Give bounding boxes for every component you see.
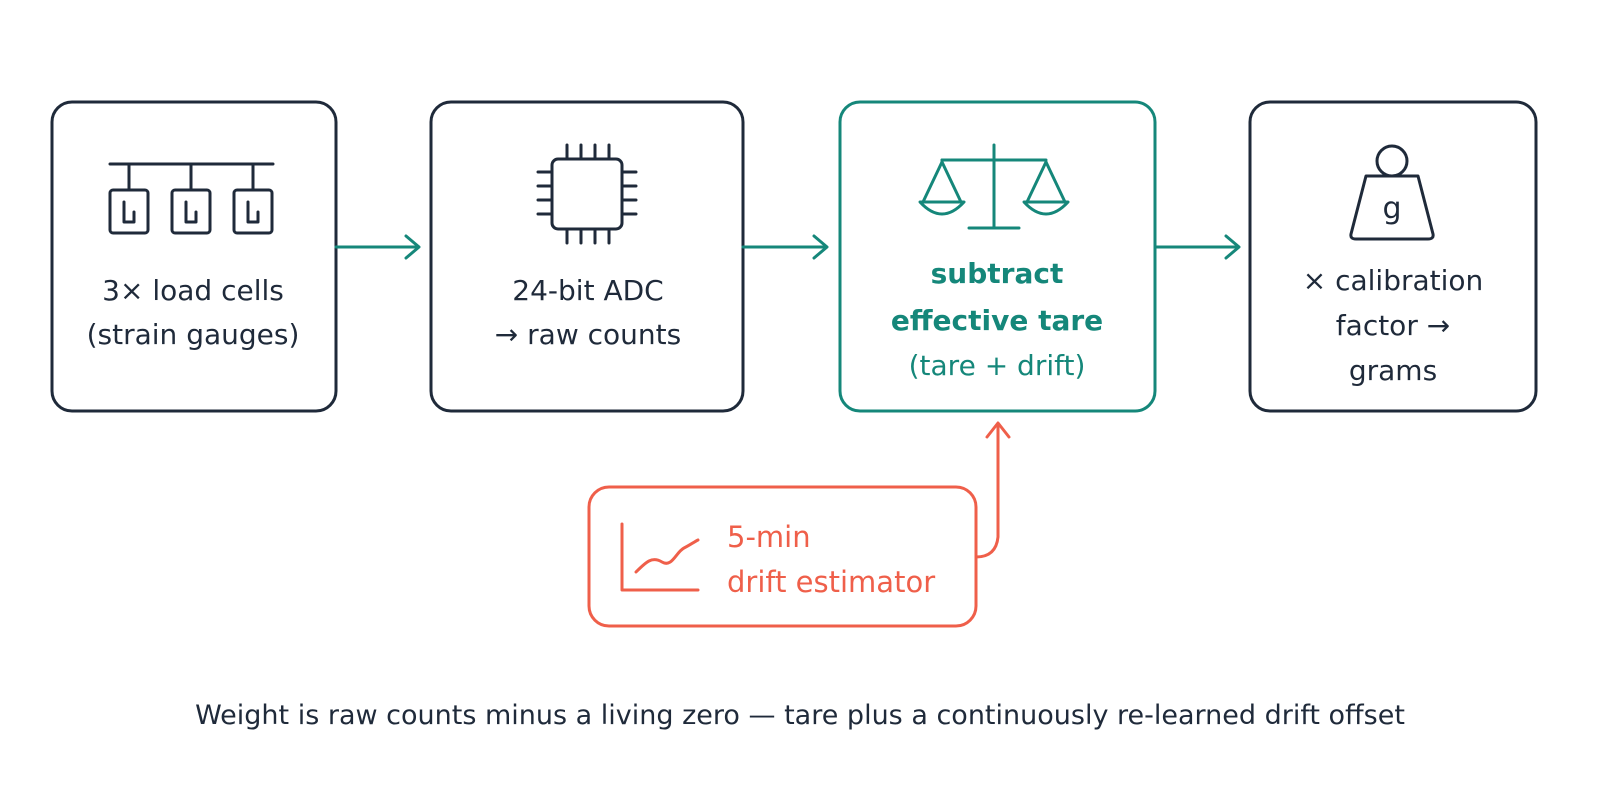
calibration-label-line1: × calibration bbox=[1303, 264, 1484, 297]
weight-icon-label: g bbox=[1382, 191, 1401, 226]
tare-label-line3: (tare + drift) bbox=[909, 349, 1086, 382]
arrow-loadcells-to-adc bbox=[334, 234, 421, 260]
arrow-tare-to-calibration bbox=[1153, 234, 1241, 260]
adc-label-line2: → raw counts bbox=[495, 318, 681, 351]
drift-node: 5-min drift estimator bbox=[587, 485, 978, 628]
arrow-drift-to-tare bbox=[974, 421, 1011, 559]
drift-label-line1: 5-min bbox=[727, 520, 811, 554]
calibration-label-line3: grams bbox=[1349, 354, 1437, 387]
calibration-label-line2: factor → bbox=[1336, 309, 1450, 342]
diagram-caption: Weight is raw counts minus a living zero… bbox=[195, 700, 1405, 731]
tare-label-line2: effective tare bbox=[891, 304, 1103, 337]
load-cells-label-line1: 3× load cells bbox=[102, 274, 284, 307]
load-cells-box bbox=[50, 100, 338, 413]
load-cells-icon bbox=[108, 162, 275, 235]
adc-label-line1: 24-bit ADC bbox=[512, 274, 663, 307]
balance-scale-icon bbox=[918, 143, 1070, 230]
trend-chart-icon bbox=[620, 522, 700, 592]
drift-box bbox=[587, 485, 978, 628]
arrow-adc-to-tare bbox=[741, 234, 829, 260]
chip-icon bbox=[536, 143, 638, 245]
adc-node: 24-bit ADC → raw counts bbox=[429, 100, 745, 413]
tare-node: subtract effective tare (tare + drift) bbox=[838, 100, 1157, 413]
load-cells-node: 3× load cells (strain gauges) bbox=[50, 100, 338, 413]
drift-label-line2: drift estimator bbox=[727, 565, 935, 599]
weight-icon: g bbox=[1349, 144, 1435, 241]
tare-label-line1: subtract bbox=[931, 257, 1064, 290]
adc-box bbox=[429, 100, 745, 413]
calibration-node: g × calibration factor → grams bbox=[1248, 100, 1538, 413]
load-cells-label-line2: (strain gauges) bbox=[87, 318, 300, 351]
tare-box bbox=[838, 100, 1157, 413]
calibration-box bbox=[1248, 100, 1538, 413]
